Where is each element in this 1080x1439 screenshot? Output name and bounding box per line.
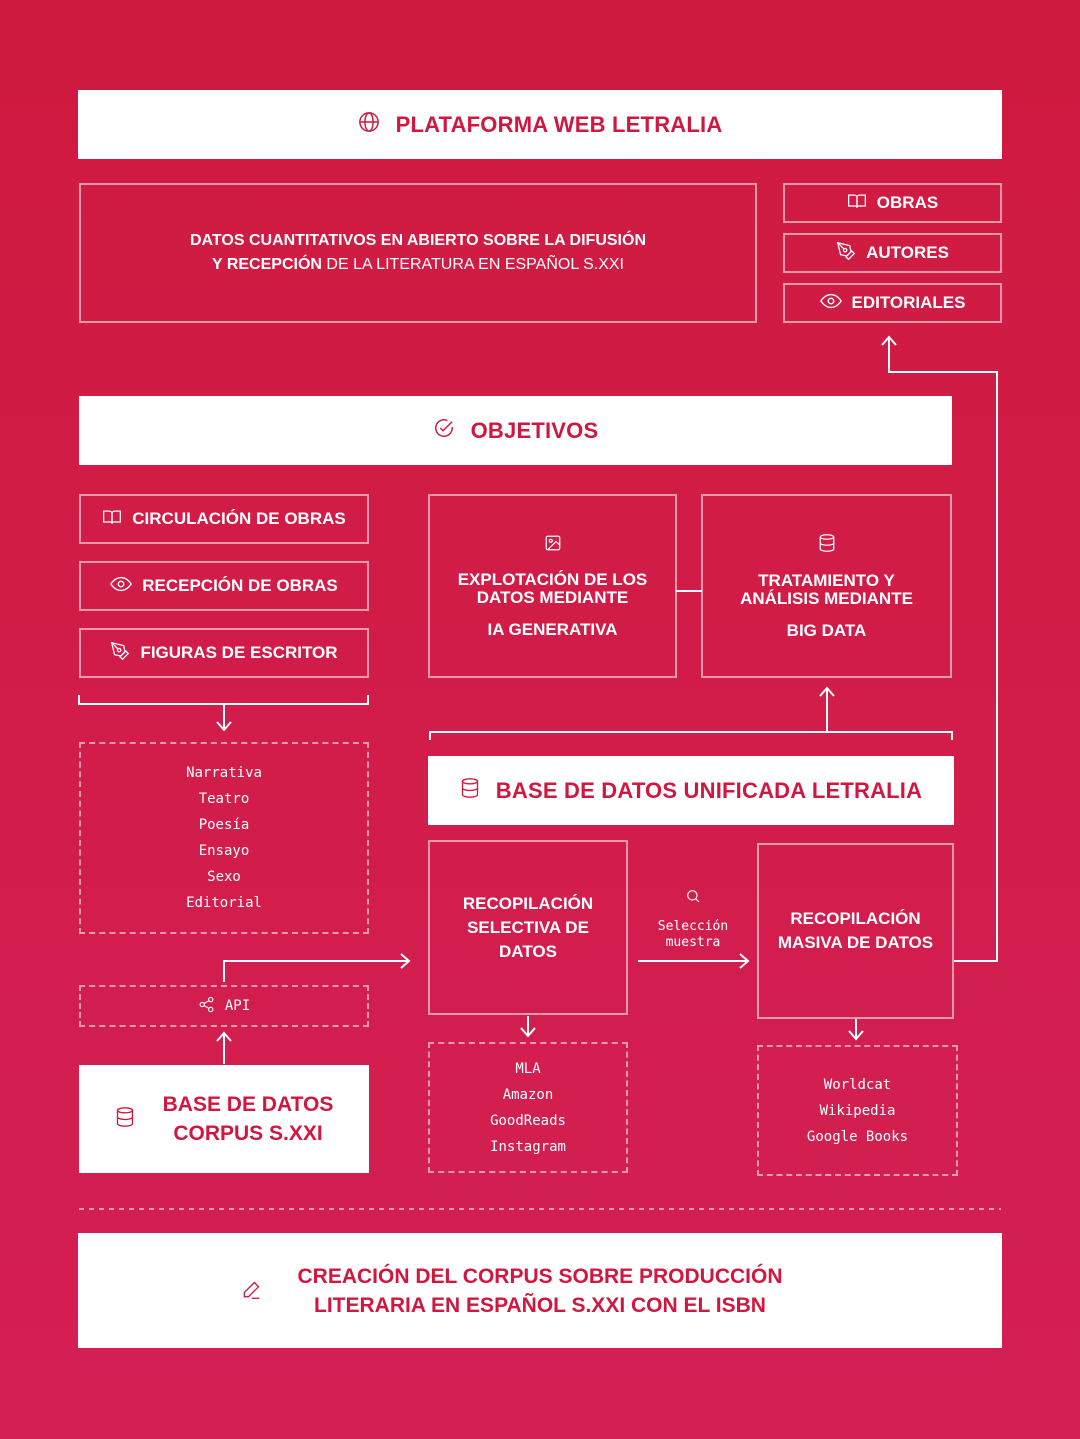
- obras-label: OBRAS: [876, 193, 939, 212]
- recepcion-label: RECEPCIÓN DE OBRAS: [142, 576, 338, 595]
- filter-item: Poesía: [198, 817, 250, 833]
- database-icon: [818, 533, 836, 558]
- source-item: Worldcat: [823, 1076, 892, 1093]
- massive-line-2: MASIVA DE DATOS: [777, 933, 934, 952]
- unified-db-banner: BASE DE DATOS UNIFICADA LETRALIA: [428, 756, 954, 825]
- source-item: Wikipedia: [819, 1102, 896, 1119]
- summary-box: DATOS CUANTITATIVOS EN ABIERTO SOBRE LA …: [79, 183, 757, 323]
- unified-bracket: [429, 731, 953, 740]
- corpus-db-box: BASE DE DATOS CORPUS S.XXI: [79, 1065, 369, 1173]
- book-icon: [847, 193, 877, 214]
- bigdata-box: TRATAMIENTO Y ANÁLISIS MEDIANTE BIG DATA: [701, 494, 952, 678]
- footer-line-2: LITERARIA EN ESPAÑOL S.XXI CON EL ISBN: [314, 1293, 766, 1317]
- autores-label: AUTORES: [866, 243, 949, 262]
- ia-line-1: EXPLOTACIÓN DE LOS: [457, 569, 648, 589]
- selection-label: Selección muestra: [638, 884, 748, 954]
- footer-line-1: CREACIÓN DEL CORPUS SOBRE PRODUCCIÓN: [297, 1264, 783, 1288]
- massive-sources-box: Worldcat Wikipedia Google Books: [757, 1045, 958, 1176]
- api-label: API: [224, 998, 251, 1014]
- bigdata-line-2: ANÁLISIS MEDIANTE: [740, 588, 913, 608]
- massive-box: RECOPILACIÓN MASIVA DE DATOS: [757, 843, 954, 1019]
- ia-line-2: DATOS MEDIANTE: [476, 587, 629, 607]
- summary-line-2: Y RECEPCIÓN DE LA LITERATURA EN ESPAÑOL …: [212, 256, 624, 273]
- figuras-label: FIGURAS DE ESCRITOR: [140, 643, 338, 662]
- editoriales-button[interactable]: EDITORIALES: [783, 283, 1002, 323]
- selective-line-3: DATOS: [499, 941, 557, 961]
- selective-box: RECOPILACIÓN SELECTIVA DE DATOS: [428, 840, 628, 1015]
- corpus-line-1: BASE DE DATOS: [162, 1093, 334, 1116]
- selection-line-1: Selección: [657, 918, 729, 934]
- eye-icon: [110, 576, 142, 597]
- summary-line-1: DATOS CUANTITATIVOS EN ABIERTO SOBRE LA …: [189, 232, 646, 249]
- selective-line-1: RECOPILACIÓN: [462, 893, 594, 913]
- footer-banner: CREACIÓN DEL CORPUS SOBRE PRODUCCIÓN LIT…: [78, 1233, 1002, 1348]
- database-icon: [115, 1106, 135, 1133]
- filter-item: Editorial: [186, 895, 262, 911]
- unified-db-title: BASE DE DATOS UNIFICADA LETRALIA: [495, 777, 923, 803]
- pen-tool-icon: [836, 241, 866, 266]
- filter-item: Sexo: [207, 869, 241, 885]
- eye-icon: [819, 293, 852, 314]
- circulacion-label: CIRCULACIÓN DE OBRAS: [132, 509, 346, 528]
- globe-icon: [358, 111, 396, 139]
- source-item: Amazon: [502, 1086, 554, 1103]
- massive-line-1: RECOPILACIÓN: [790, 909, 921, 928]
- selective-line-2: SELECTIVA DE: [467, 917, 589, 937]
- objectives-bracket: [78, 695, 369, 705]
- api-to-selective-line: [223, 960, 408, 982]
- ia-bold: IA GENERATIVA: [487, 619, 618, 639]
- header-banner: PLATAFORMA WEB LETRALIA: [78, 90, 1002, 159]
- selection-line-2: muestra: [665, 934, 721, 950]
- corpus-line-2: CORPUS S.XXI: [173, 1122, 323, 1145]
- share-icon: [198, 996, 215, 1017]
- source-item: MLA: [515, 1060, 541, 1077]
- source-item: Instagram: [490, 1138, 566, 1155]
- return-arrow-head: [881, 335, 897, 346]
- obras-button[interactable]: OBRAS: [783, 183, 1002, 223]
- header-title: PLATAFORMA WEB LETRALIA: [395, 111, 723, 137]
- check-circle-icon: [433, 417, 471, 445]
- edit-pencil-icon: [241, 1280, 261, 1305]
- database-icon: [460, 777, 496, 805]
- circulacion-button[interactable]: CIRCULACIÓN DE OBRAS: [79, 494, 369, 544]
- bigdata-bold: BIG DATA: [786, 620, 867, 640]
- image-icon: [544, 534, 562, 557]
- recepcion-button[interactable]: RECEPCIÓN DE OBRAS: [79, 561, 369, 611]
- api-box[interactable]: API: [79, 985, 369, 1027]
- filter-item: Ensayo: [198, 843, 250, 859]
- book-icon: [102, 509, 132, 530]
- source-item: GoodReads: [490, 1112, 566, 1129]
- source-item: Google Books: [806, 1128, 909, 1145]
- autores-button[interactable]: AUTORES: [783, 233, 1002, 273]
- selective-sources-box: MLA Amazon GoodReads Instagram: [428, 1042, 628, 1173]
- filter-item: Narrativa: [186, 765, 262, 781]
- filters-box: Narrativa Teatro Poesía Ensayo Sexo Edit…: [79, 742, 369, 934]
- ia-box: EXPLOTACIÓN DE LOS DATOS MEDIANTE IA GEN…: [428, 494, 677, 678]
- search-icon: [685, 888, 701, 909]
- bigdata-line-1: TRATAMIENTO Y: [758, 570, 895, 590]
- objectives-banner: OBJETIVOS: [79, 396, 952, 465]
- pen-tool-icon: [110, 641, 140, 666]
- objectives-title: OBJETIVOS: [470, 417, 599, 443]
- editoriales-label: EDITORIALES: [851, 293, 966, 312]
- figuras-button[interactable]: FIGURAS DE ESCRITOR: [79, 628, 369, 678]
- filter-item: Teatro: [198, 791, 250, 807]
